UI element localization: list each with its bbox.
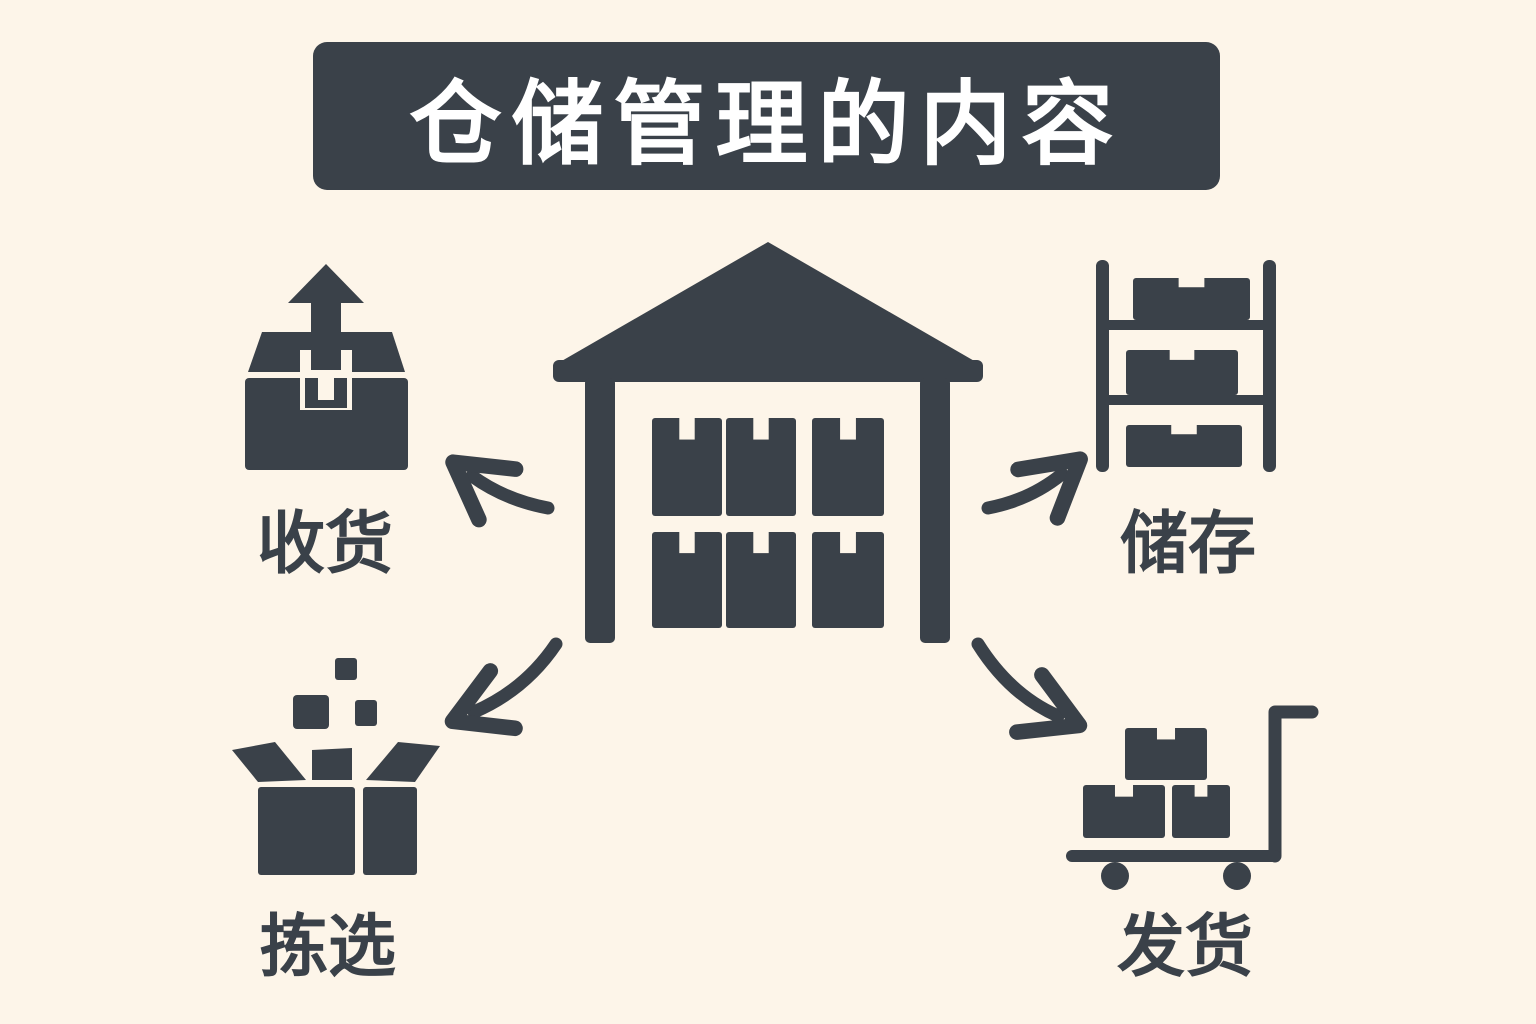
box-tape <box>1194 785 1208 797</box>
box-icon <box>812 418 884 516</box>
box-tape <box>753 418 769 440</box>
open-box-icon <box>232 658 440 875</box>
warehouse-icon <box>553 242 983 643</box>
box-tape <box>840 532 856 554</box>
box-tape <box>1169 350 1195 360</box>
label-storage: 储存 <box>1119 505 1256 584</box>
title: 仓储管理的内容 <box>409 70 1124 178</box>
label-shipping: 发货 <box>1116 908 1253 987</box>
arrow-to-picking <box>444 637 563 737</box>
box-icon <box>652 532 722 628</box>
box-icon <box>726 532 796 628</box>
box-tape <box>1178 278 1205 288</box>
box-tape <box>840 418 856 440</box>
box-icon <box>1172 785 1230 838</box>
box-icon <box>1133 278 1250 320</box>
box-icon <box>1126 425 1242 467</box>
cart-icon <box>1066 705 1319 890</box>
box-tape <box>679 418 695 440</box>
box-tape <box>1114 785 1134 797</box>
box-tape <box>753 532 769 554</box>
arrow-to-receiving <box>445 454 555 528</box>
box-icon <box>652 418 722 516</box>
label-picking: 拣选 <box>259 908 396 987</box>
arrow-to-shipping <box>971 637 1088 740</box>
box-icon <box>1083 785 1165 838</box>
box-icon <box>1125 728 1207 780</box>
label-receiving: 收货 <box>256 505 393 584</box>
arrow-to-storage <box>981 451 1088 526</box>
title-banner: 仓储管理的内容 <box>313 42 1220 190</box>
box-tape <box>679 532 695 554</box>
shelf-icon <box>1096 260 1276 472</box>
box-icon <box>1126 350 1238 395</box>
box-icon <box>726 418 796 516</box>
box-tape <box>1171 425 1197 435</box>
box-icon <box>812 532 884 628</box>
inbox-arrow-icon <box>245 264 408 470</box>
box-tape <box>1156 728 1176 740</box>
